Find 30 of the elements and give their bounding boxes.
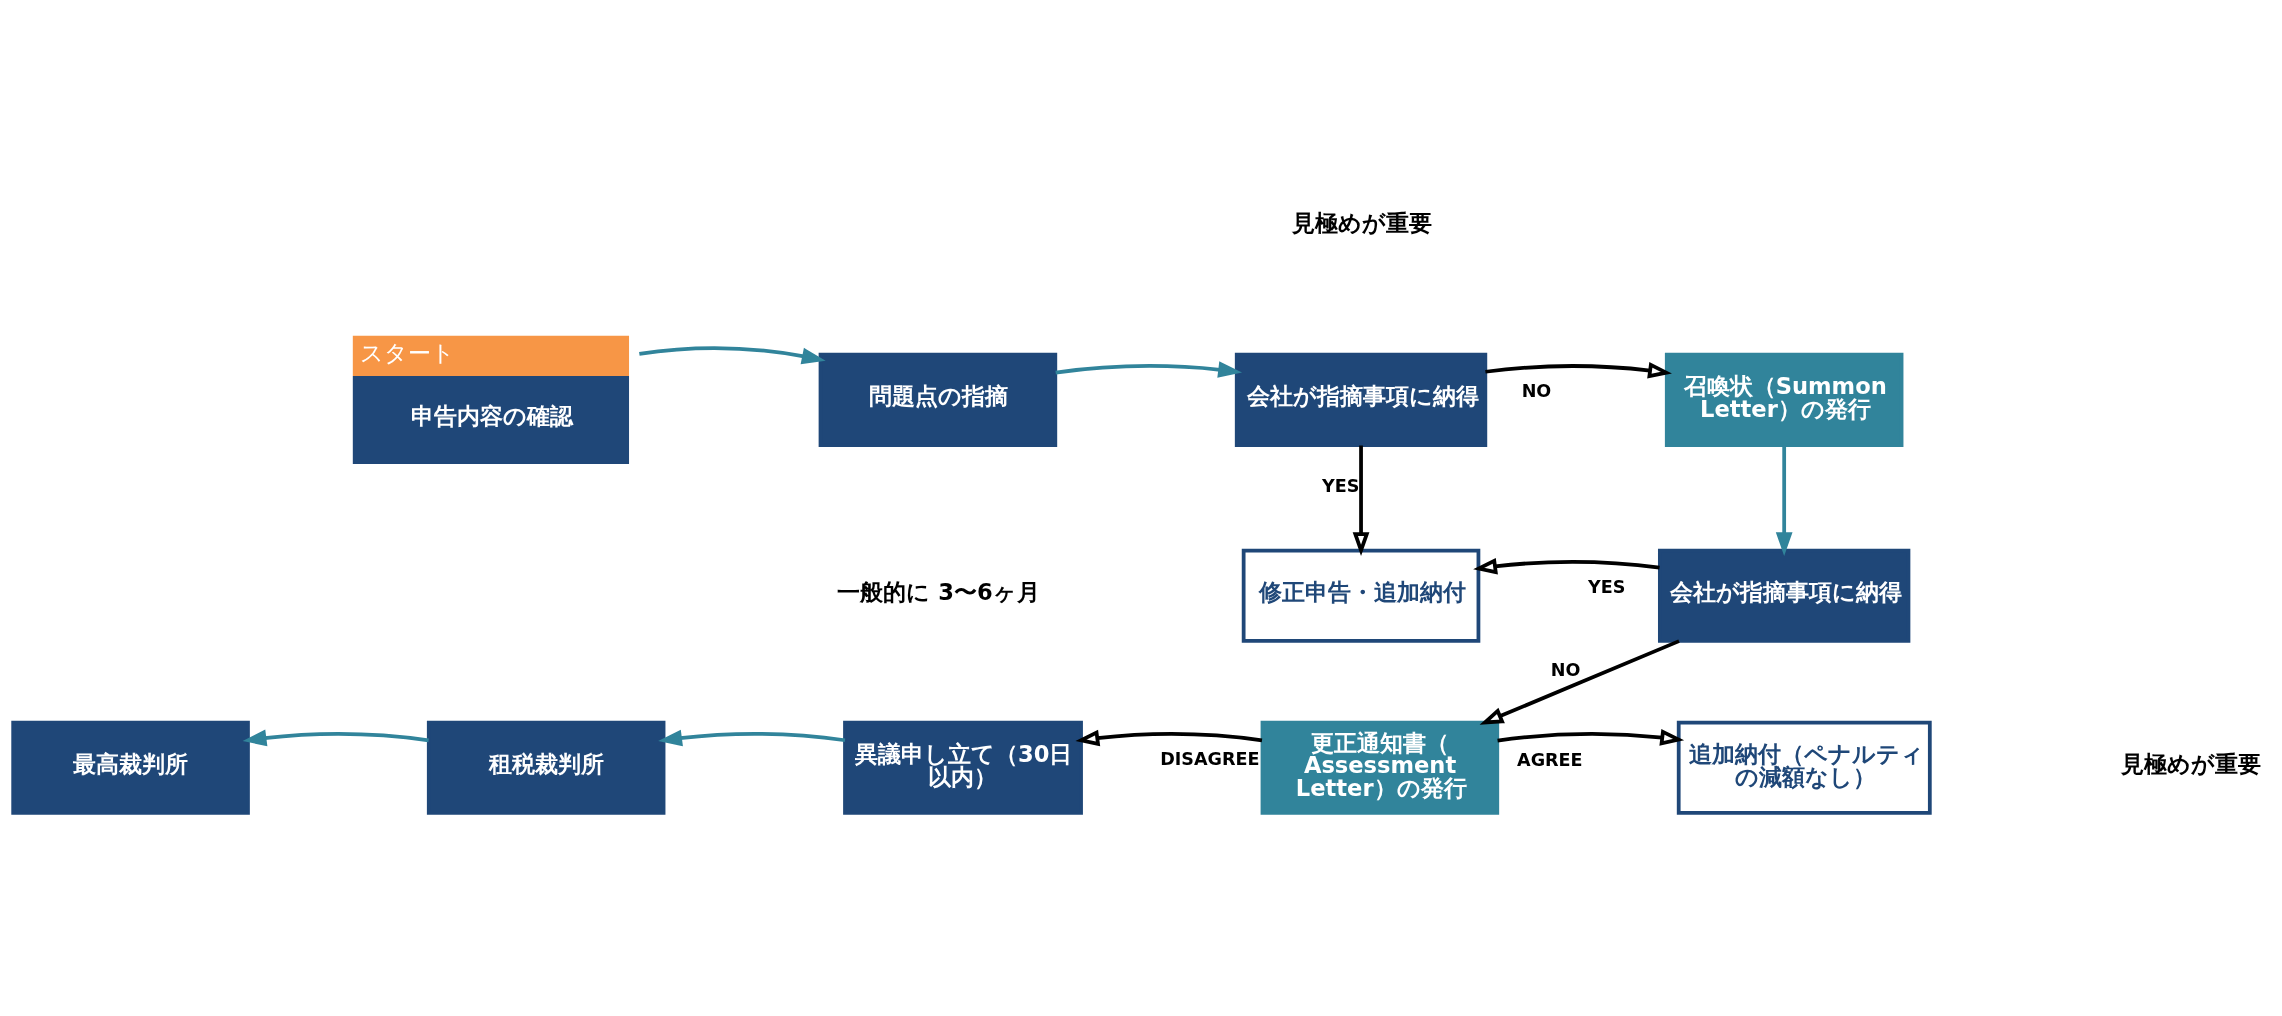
node-box: 問題点の指摘 xyxy=(818,352,1058,447)
edge-label: NO xyxy=(1550,659,1581,680)
label: 一般的に 3〜6ヶ月 xyxy=(837,578,1040,605)
edge-label: YES xyxy=(1322,475,1360,496)
arrow xyxy=(1473,557,1660,574)
node-box: 修正申告・追加納付 xyxy=(1241,548,1481,643)
arrow xyxy=(1479,638,1680,725)
label: 見極めが重要 xyxy=(2120,750,2261,777)
arrow xyxy=(1775,445,1793,556)
edge-label: YES xyxy=(1588,576,1626,597)
arrow xyxy=(1352,445,1370,556)
label: 見極めが重要 xyxy=(1291,209,1432,236)
arrow xyxy=(1055,360,1243,378)
arrow xyxy=(1075,729,1263,746)
arrow xyxy=(242,729,429,746)
node-box: 異議申し立て（30日以内） xyxy=(843,720,1083,815)
node-box: 追加納付（ペナルティの減額なし） xyxy=(1676,720,1932,815)
node-box: 最高裁判所 xyxy=(11,720,250,815)
node-box: 更正通知書（Assessment Letter）の発行 xyxy=(1260,720,1500,815)
edge-label: NO xyxy=(1521,380,1552,401)
node-box: 租税裁判所 xyxy=(426,720,666,815)
arrow xyxy=(639,345,826,364)
arrow xyxy=(1497,728,1685,746)
edge-label: DISAGREE xyxy=(1160,748,1260,769)
node-box: 会社が指摘事項に納得 xyxy=(1234,352,1488,447)
node-box: 召喚状（Summon Letter）の発行 xyxy=(1664,352,1904,447)
arrow xyxy=(1485,361,1672,379)
edge-label: AGREE xyxy=(1517,749,1583,770)
node-box: 会社が指摘事項に納得 xyxy=(1658,548,1911,643)
arrow xyxy=(658,729,846,746)
